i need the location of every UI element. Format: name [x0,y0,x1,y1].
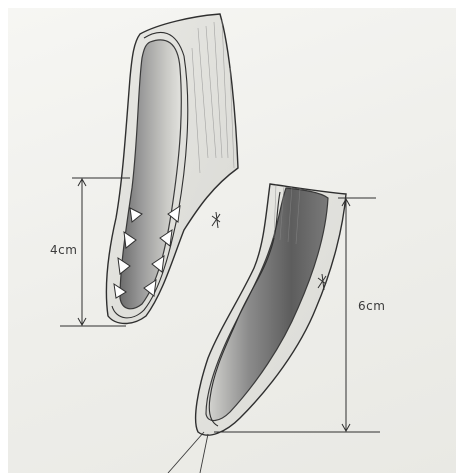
surgical-flap-illustration: 4cm 6cm [8,8,456,473]
measurement-right-label: 6cm [358,299,385,313]
left-flap-stitch [212,212,220,228]
right-flap [168,184,346,473]
paper: 4cm 6cm [8,8,456,473]
left-flap [106,14,238,324]
measurement-left-label: 4cm [50,243,77,257]
suture-threads [168,432,208,473]
